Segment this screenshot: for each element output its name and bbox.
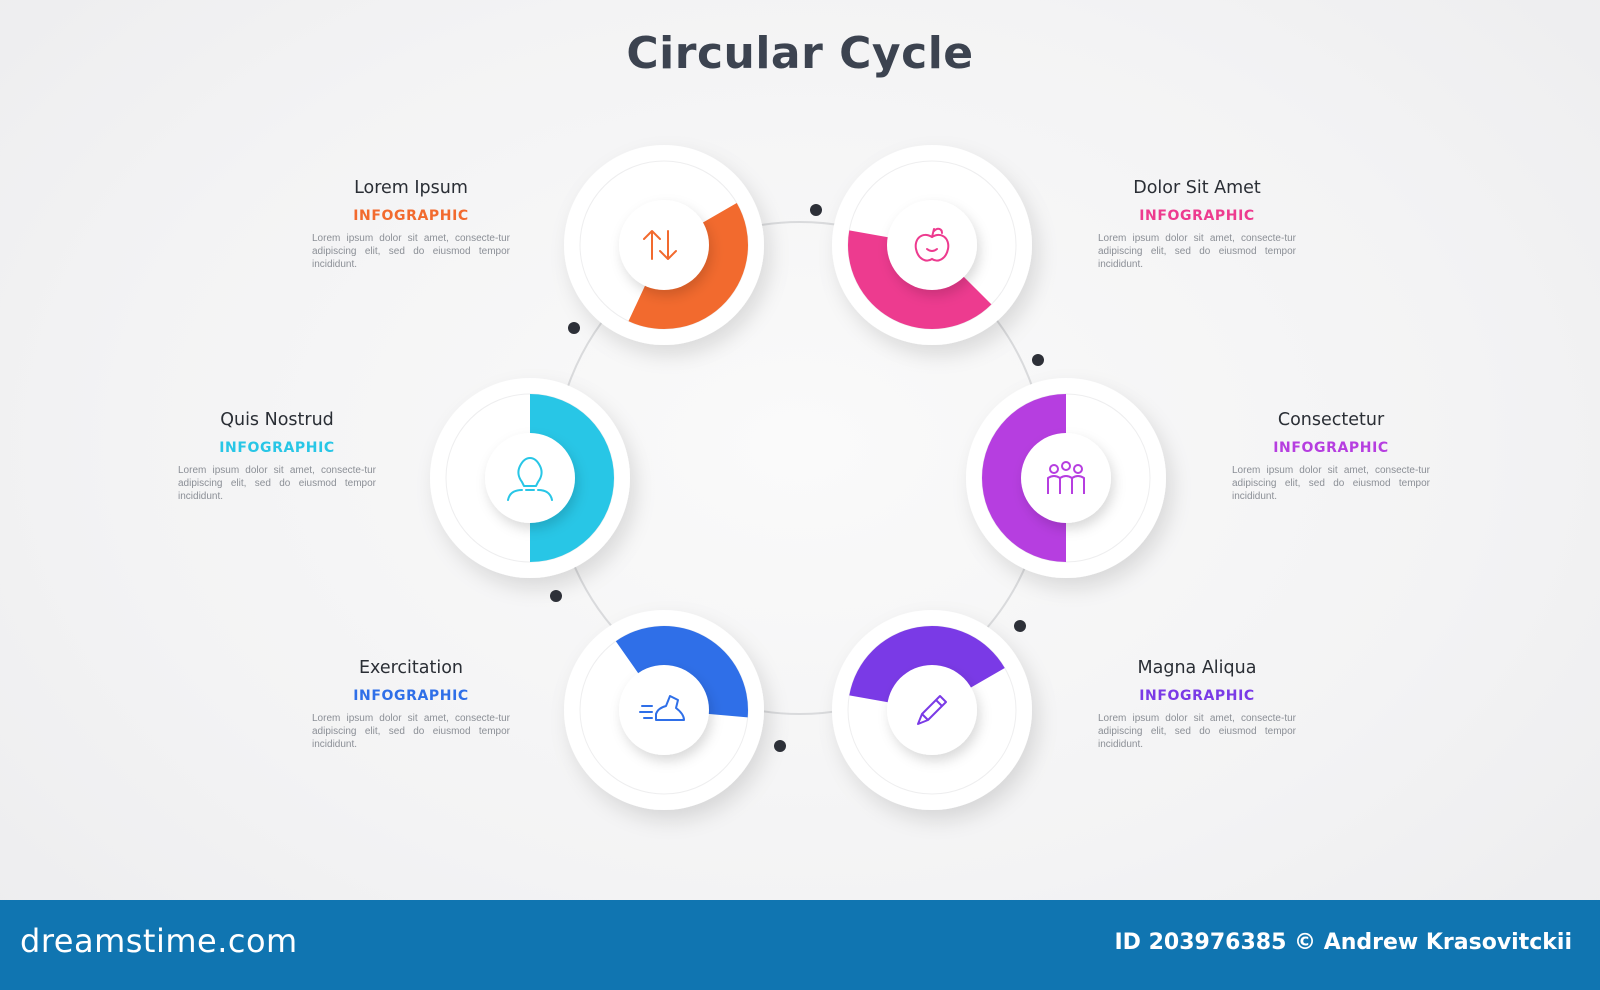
- node-icon-disc: [1021, 433, 1111, 523]
- step-subheading: INFOGRAPHIC: [353, 208, 469, 224]
- cycle-diagram: [430, 145, 1166, 810]
- step-description: Lorem ipsum dolor sit amet, consecte-tur…: [1098, 233, 1296, 270]
- image-credit: ID 203976385 © Andrew Krasovitckii: [1114, 930, 1573, 955]
- node-color-segment: [628, 203, 749, 330]
- node-color-segment: [849, 625, 1005, 703]
- node-icon-disc: [619, 665, 709, 755]
- step-subheading: INFOGRAPHIC: [1139, 688, 1255, 704]
- brand-logo: dreamstime.com: [20, 922, 298, 960]
- step-subheading: INFOGRAPHIC: [353, 688, 469, 704]
- step-description: Lorem ipsum dolor sit amet, consecte-tur…: [1232, 465, 1430, 502]
- step-subheading: INFOGRAPHIC: [219, 440, 335, 456]
- label-step-5: Exercitation INFOGRAPHIC Lorem ipsum dol…: [306, 658, 516, 751]
- cycle-node: [832, 145, 1032, 345]
- node-icon-disc: [887, 200, 977, 290]
- pencil-icon: [917, 695, 947, 725]
- label-step-1: Lorem Ipsum INFOGRAPHIC Lorem ipsum dolo…: [306, 178, 516, 271]
- label-step-3: Consectetur INFOGRAPHIC Lorem ipsum dolo…: [1226, 410, 1436, 503]
- label-step-6: Quis Nostrud INFOGRAPHIC Lorem ipsum dol…: [172, 410, 382, 503]
- apple-icon: [914, 227, 950, 262]
- lightbulb-head-icon: [507, 457, 553, 501]
- step-heading: Dolor Sit Amet: [1133, 178, 1261, 198]
- step-heading: Lorem Ipsum: [354, 178, 468, 198]
- node-color-segment: [615, 625, 748, 718]
- cycle-node: [832, 610, 1032, 810]
- connector-dot: [568, 322, 580, 334]
- team-icon: [1047, 461, 1085, 494]
- step-subheading: INFOGRAPHIC: [1273, 440, 1389, 456]
- step-heading: Quis Nostrud: [220, 410, 334, 430]
- cycle-node: [966, 378, 1166, 578]
- cycle-node: [564, 610, 764, 810]
- node-color-segment: [530, 394, 614, 562]
- cycle-node: [430, 378, 630, 578]
- step-heading: Consectetur: [1277, 410, 1385, 430]
- connector-dot: [810, 204, 822, 216]
- node-color-segment: [847, 230, 992, 330]
- step-heading: Exercitation: [358, 658, 464, 678]
- node-color-segment: [982, 394, 1066, 562]
- cycle-node: [564, 145, 764, 345]
- step-description: Lorem ipsum dolor sit amet, consecte-tur…: [178, 465, 376, 502]
- step-description: Lorem ipsum dolor sit amet, consecte-tur…: [1098, 713, 1296, 750]
- label-step-2: Dolor Sit Amet INFOGRAPHIC Lorem ipsum d…: [1092, 178, 1302, 271]
- step-description: Lorem ipsum dolor sit amet, consecte-tur…: [312, 233, 510, 270]
- step-heading: Magna Aliqua: [1137, 658, 1257, 678]
- connector-dot: [774, 740, 786, 752]
- arrows-up-down-icon: [643, 230, 677, 260]
- running-shoe-icon: [639, 695, 685, 721]
- step-subheading: INFOGRAPHIC: [1139, 208, 1255, 224]
- label-step-4: Magna Aliqua INFOGRAPHIC Lorem ipsum dol…: [1092, 658, 1302, 751]
- step-description: Lorem ipsum dolor sit amet, consecte-tur…: [312, 713, 510, 750]
- connector-dot: [1032, 354, 1044, 366]
- connector-dot: [1014, 620, 1026, 632]
- connector-dot: [550, 590, 562, 602]
- footer-bar: dreamstime.com ID 203976385 © Andrew Kra…: [0, 900, 1600, 990]
- node-icon-disc: [485, 433, 575, 523]
- node-icon-disc: [619, 200, 709, 290]
- page-title: Circular Cycle: [626, 28, 974, 79]
- node-icon-disc: [887, 665, 977, 755]
